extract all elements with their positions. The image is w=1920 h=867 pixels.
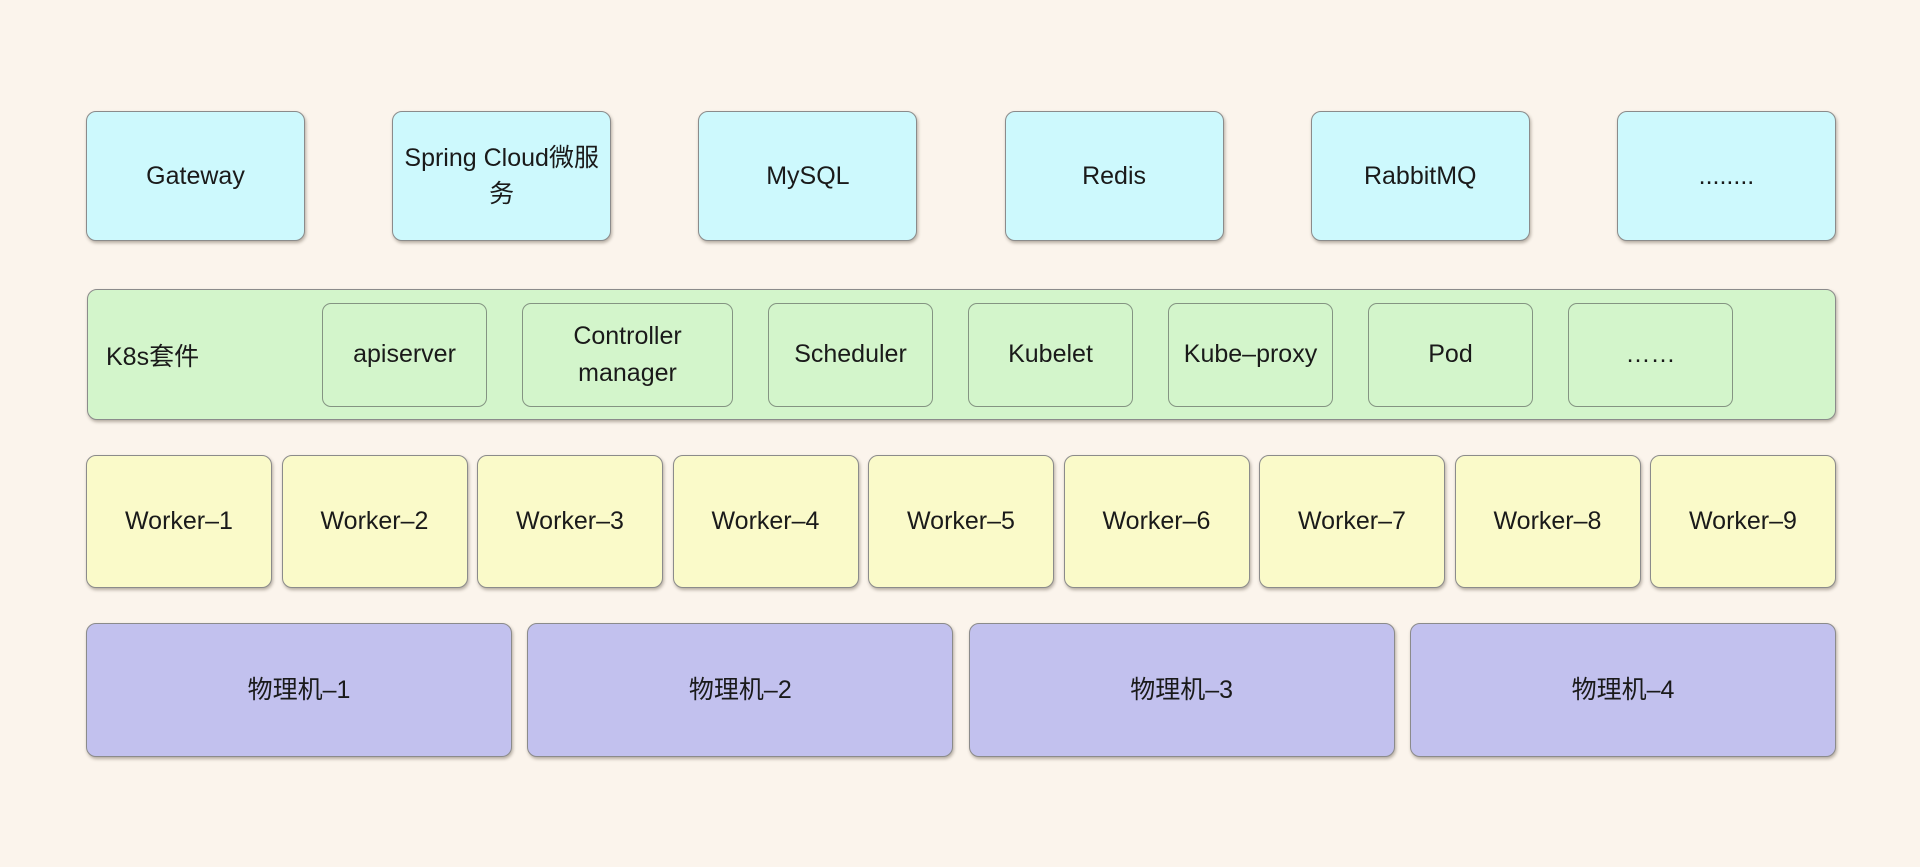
machine-box-2: 物理机–2 xyxy=(527,623,954,757)
k8s-component-label: apiserver xyxy=(353,340,456,369)
service-label: MySQL xyxy=(766,161,850,190)
machine-box-1: 物理机–1 xyxy=(86,623,512,757)
worker-box-4: Worker–4 xyxy=(672,455,859,588)
machine-box-3: 物理机–3 xyxy=(968,623,1395,757)
machine-label: 物理机–1 xyxy=(247,675,351,704)
service-label: ........ xyxy=(1698,161,1755,190)
machine-label: 物理机–3 xyxy=(1130,675,1234,704)
worker-box-3: Worker–3 xyxy=(477,455,663,588)
worker-box-7: Worker–7 xyxy=(1259,455,1445,588)
service-label: RabbitMQ xyxy=(1363,161,1477,190)
worker-label: Worker–6 xyxy=(1102,507,1211,536)
k8s-component-label: Pod xyxy=(1428,340,1473,369)
worker-box-6: Worker–6 xyxy=(1063,455,1250,588)
k8s-box-kube-proxy: Kube–proxy xyxy=(1168,302,1333,407)
machine-label: 物理机–4 xyxy=(1571,675,1675,704)
machine-label: 物理机–2 xyxy=(688,675,792,704)
worker-label: Worker–2 xyxy=(320,507,429,536)
k8s-component-label: Controller manager xyxy=(573,322,682,387)
worker-box-5: Worker–5 xyxy=(868,455,1054,588)
services-row: Gateway Spring Cloud微服务 MySQL Redis Rabb… xyxy=(86,111,1836,241)
machines-row: 物理机–1 物理机–2 物理机–3 物理机–4 xyxy=(86,623,1836,757)
worker-label: Worker–5 xyxy=(907,507,1015,536)
service-label: Spring Cloud微服务 xyxy=(404,143,599,208)
k8s-box-ellipsis: …… xyxy=(1568,302,1733,407)
worker-label: Worker–1 xyxy=(125,507,233,536)
worker-label: Worker–4 xyxy=(711,507,820,536)
service-box-ellipsis: ........ xyxy=(1616,111,1836,241)
k8s-component-label: Kubelet xyxy=(1008,340,1093,369)
k8s-component-label: Scheduler xyxy=(794,340,907,369)
k8s-box-kubelet: Kubelet xyxy=(968,302,1133,407)
k8s-box-scheduler: Scheduler xyxy=(768,302,933,407)
k8s-suite-container: K8s套件 apiserver Controller manager Sched… xyxy=(87,289,1836,420)
k8s-component-label: Kube–proxy xyxy=(1183,340,1318,369)
service-box-gateway: Gateway xyxy=(86,111,305,241)
worker-label: Worker–9 xyxy=(1689,507,1797,536)
service-box-redis: Redis xyxy=(1004,111,1224,241)
service-label: Gateway xyxy=(146,161,245,190)
service-label: Redis xyxy=(1082,161,1147,190)
worker-label: Worker–8 xyxy=(1493,507,1602,536)
machine-box-4: 物理机–4 xyxy=(1409,623,1836,757)
k8s-components-group: apiserver Controller manager Scheduler K… xyxy=(322,302,1733,407)
service-box-spring-cloud: Spring Cloud微服务 xyxy=(392,111,612,241)
worker-label: Worker–7 xyxy=(1298,507,1406,536)
k8s-box-apiserver: apiserver xyxy=(322,302,487,407)
k8s-suite-label: K8s套件 xyxy=(106,342,200,371)
k8s-box-controller-manager: Controller manager xyxy=(522,302,733,407)
worker-label: Worker–3 xyxy=(516,507,624,536)
worker-box-9: Worker–9 xyxy=(1650,455,1836,588)
service-box-mysql: MySQL xyxy=(698,111,918,241)
workers-row: Worker–1 Worker–2 Worker–3 Worker–4 Work… xyxy=(86,455,1836,588)
k8s-component-label: …… xyxy=(1625,340,1676,369)
k8s-box-pod: Pod xyxy=(1368,302,1533,407)
worker-box-2: Worker–2 xyxy=(281,455,468,588)
worker-box-1: Worker–1 xyxy=(86,455,272,588)
worker-box-8: Worker–8 xyxy=(1454,455,1641,588)
service-box-rabbitmq: RabbitMQ xyxy=(1310,111,1530,241)
